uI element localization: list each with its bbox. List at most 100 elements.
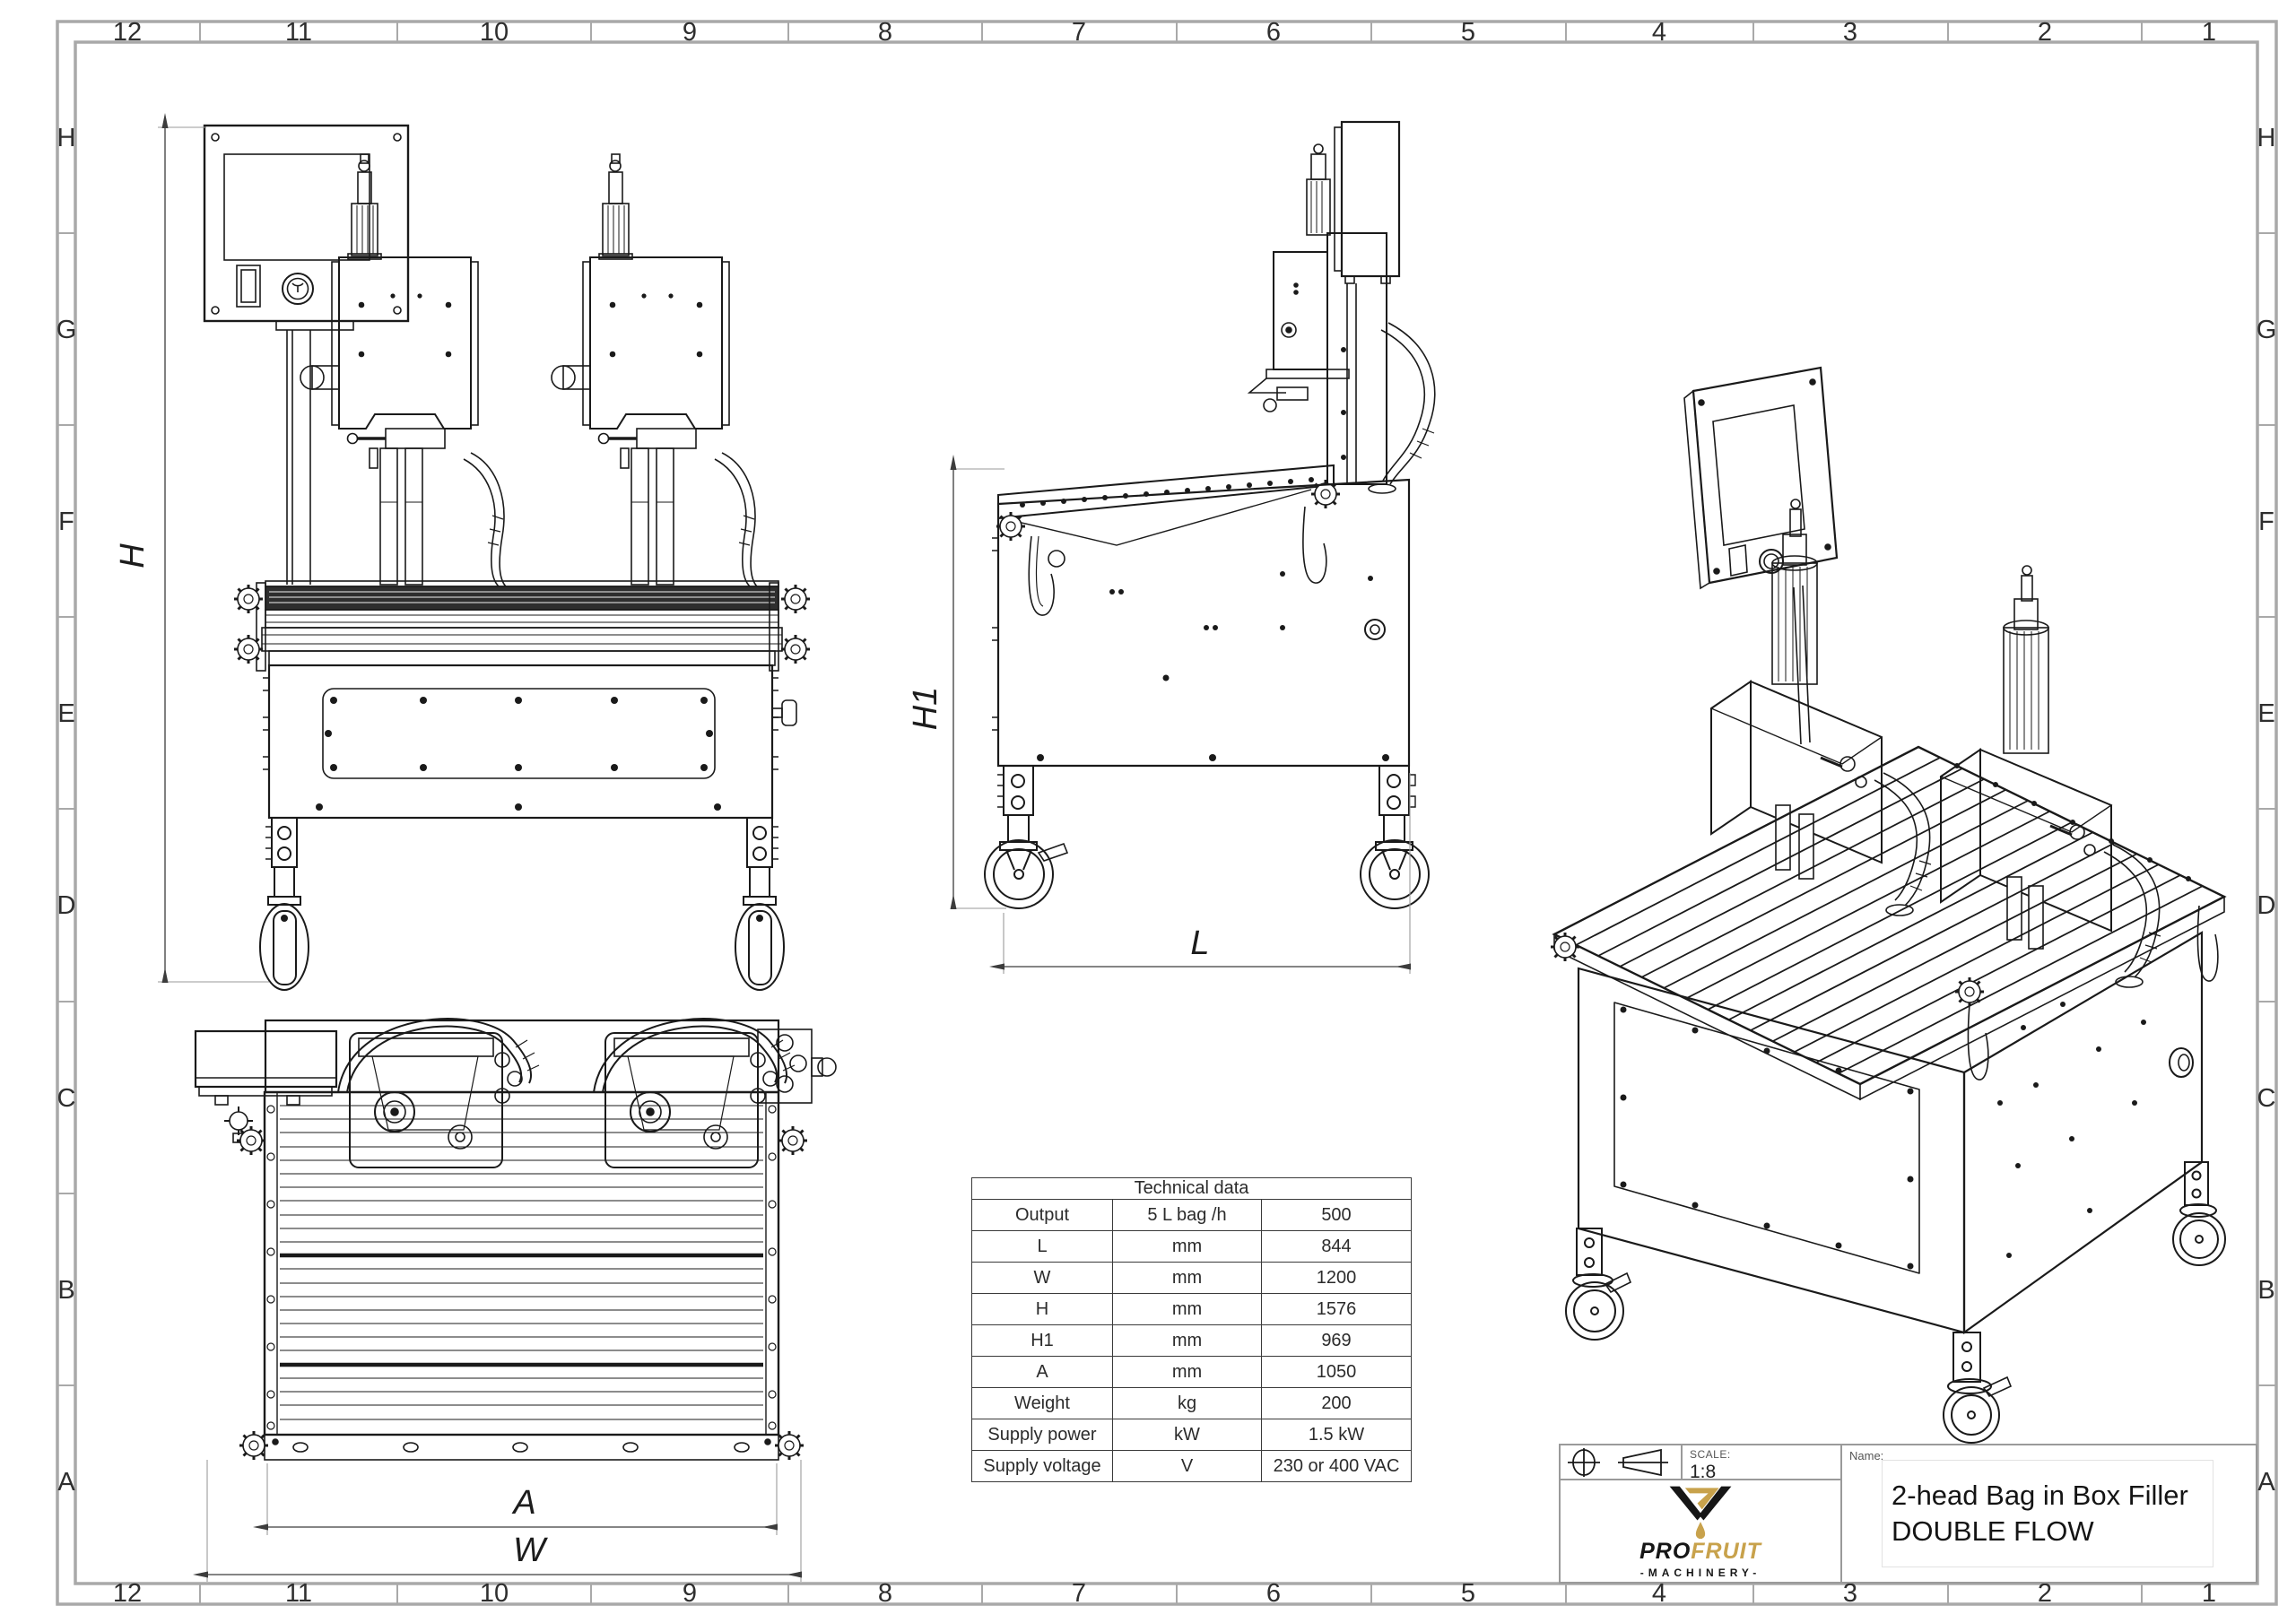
param-cell: Supply voltage xyxy=(971,1450,1113,1482)
grid-row-label: F xyxy=(58,508,74,536)
grid-col-label: 11 xyxy=(285,1579,312,1608)
dim-top: A W xyxy=(193,1460,802,1582)
grid-row-label: H xyxy=(2257,124,2276,152)
table-row: W mm 1200 xyxy=(971,1262,1413,1294)
grid-row-label: B xyxy=(57,1276,74,1305)
drawing-name-line1: 2-head Bag in Box Filler xyxy=(1892,1480,2188,1511)
grid-col-label: 9 xyxy=(683,18,697,47)
grid-row-label: E xyxy=(2257,699,2274,728)
projection-symbol-icon xyxy=(1561,1445,1683,1479)
logo-emblem-icon xyxy=(1669,1486,1732,1540)
unit-cell: kW xyxy=(1112,1419,1262,1451)
grid-col-label: 3 xyxy=(1843,1579,1857,1608)
grid-col-label: 4 xyxy=(1652,1579,1666,1608)
grid-col-label: 5 xyxy=(1461,18,1475,47)
grid-col-label: 10 xyxy=(480,18,509,47)
value-cell: 1576 xyxy=(1260,1293,1413,1325)
grid-row-label: B xyxy=(2257,1276,2274,1305)
grid-col-label: 1 xyxy=(2202,18,2216,47)
table-row: A mm 1050 xyxy=(971,1356,1413,1388)
logo-wordmark: PROFRUIT xyxy=(1639,1541,1761,1563)
grid-col-label: 5 xyxy=(1461,1579,1475,1608)
table-row: Weight kg 200 xyxy=(971,1387,1413,1419)
value-cell: 969 xyxy=(1260,1324,1413,1357)
param-cell: Weight xyxy=(971,1387,1113,1419)
grid-row-label: D xyxy=(57,891,76,920)
unit-cell: kg xyxy=(1112,1387,1262,1419)
dim-label-W: W xyxy=(513,1532,548,1569)
drawing-name-line2: DOUBLE FLOW xyxy=(1892,1515,2094,1547)
value-cell: 1.5 kW xyxy=(1260,1419,1413,1451)
front-view xyxy=(203,124,812,991)
dim-label-L: L xyxy=(1190,924,1209,962)
grid-row-label: G xyxy=(57,316,77,344)
grid-col-label: 12 xyxy=(113,18,142,47)
technical-data-table: Technical data Output 5 L bag /h 500 L m… xyxy=(970,1177,1413,1482)
grid-col-label: 6 xyxy=(1266,1579,1281,1608)
grid-col-label: 3 xyxy=(1843,18,1857,47)
value-cell: 1050 xyxy=(1260,1356,1413,1388)
unit-cell: V xyxy=(1112,1450,1262,1482)
logo-subtitle: -MACHINERY- xyxy=(1639,1567,1761,1579)
param-cell: W xyxy=(971,1262,1113,1294)
table-row: Output 5 L bag /h 500 xyxy=(971,1199,1413,1231)
scale-label: SCALE: xyxy=(1690,1448,1731,1461)
unit-cell: mm xyxy=(1112,1262,1262,1294)
grid-row-label: C xyxy=(2257,1084,2276,1113)
value-cell: 1200 xyxy=(1260,1262,1413,1294)
grid-col-label: 8 xyxy=(878,1579,892,1608)
grid-row-label: F xyxy=(2258,508,2274,536)
grid-row-label: G xyxy=(2257,316,2277,344)
grid-col-label: 2 xyxy=(2038,18,2052,47)
table-title: Technical data xyxy=(970,1177,1413,1200)
table-row: H1 mm 969 xyxy=(971,1324,1413,1357)
param-cell: H1 xyxy=(971,1324,1113,1357)
unit-cell: 5 L bag /h xyxy=(1112,1199,1262,1231)
grid-col-label: 7 xyxy=(1072,18,1086,47)
side-view xyxy=(984,120,1436,909)
dim-label-H: H xyxy=(114,543,152,568)
grid-col-label: 9 xyxy=(683,1579,697,1608)
grid-col-label: 6 xyxy=(1266,18,1281,47)
unit-cell: mm xyxy=(1112,1324,1262,1357)
value-cell: 844 xyxy=(1260,1230,1413,1263)
grid-row-label: A xyxy=(57,1468,75,1497)
grid-col-label: 8 xyxy=(878,18,892,47)
param-cell: Output xyxy=(971,1199,1113,1231)
dim-label-H1: H1 xyxy=(907,687,944,731)
value-cell: 200 xyxy=(1260,1387,1413,1419)
grid-col-label: 7 xyxy=(1072,1579,1086,1608)
table-row: H mm 1576 xyxy=(971,1293,1413,1325)
param-cell: A xyxy=(971,1356,1113,1388)
dim-front-height: H xyxy=(114,113,269,983)
name-label: Name: xyxy=(1849,1449,1884,1462)
grid-col-label: 10 xyxy=(480,1579,509,1608)
grid-col-label: 12 xyxy=(113,1579,142,1608)
param-cell: Supply power xyxy=(971,1419,1113,1451)
grid-col-label: 2 xyxy=(2038,1579,2052,1608)
table-row: L mm 844 xyxy=(971,1230,1413,1263)
dim-label-A: A xyxy=(511,1484,535,1522)
table-row: Supply voltage V 230 or 400 VAC xyxy=(971,1450,1413,1482)
grid-row-label: C xyxy=(57,1084,76,1113)
grid-col-label: 1 xyxy=(2202,1579,2216,1608)
unit-cell: mm xyxy=(1112,1230,1262,1263)
logo-text-pro: PRO xyxy=(1639,1539,1692,1564)
value-cell: 230 or 400 VAC xyxy=(1260,1450,1413,1482)
grid-row-label: A xyxy=(2257,1468,2275,1497)
top-view xyxy=(194,1018,837,1462)
grid-row-label: H xyxy=(57,124,76,152)
grid-col-label: 11 xyxy=(285,18,312,47)
dim-side: H1 L xyxy=(907,455,1411,974)
grid-row-label: D xyxy=(2257,891,2276,920)
scale-value: 1:8 xyxy=(1690,1462,1717,1482)
grid-col-label: 4 xyxy=(1652,18,1666,47)
unit-cell: mm xyxy=(1112,1356,1262,1388)
company-logo: PROFRUIT -MACHINERY- xyxy=(1561,1480,1840,1582)
grid-reference-labels: 12 11 10 9 8 7 6 5 4 3 2 1 12 11 10 9 8 … xyxy=(57,18,2277,1608)
unit-cell: mm xyxy=(1112,1293,1262,1325)
drawing-name: 2-head Bag in Box Filler DOUBLE FLOW xyxy=(1882,1460,2213,1567)
sheet-frame xyxy=(56,20,2278,1606)
